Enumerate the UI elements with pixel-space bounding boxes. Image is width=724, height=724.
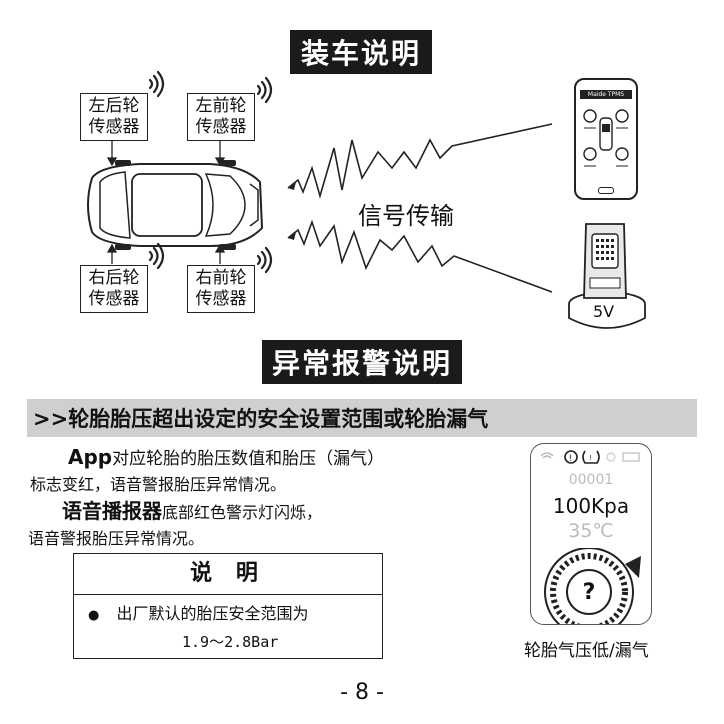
signal-transmission-label: 信号传输: [358, 202, 454, 230]
pressure-value: 100Kpa: [552, 494, 630, 518]
note-title: 说 明: [74, 554, 382, 595]
signal-line-lower: [287, 219, 553, 293]
gauge-caption: 轮胎气压低/漏气: [524, 641, 649, 661]
mic-icon: [606, 452, 616, 462]
signal-waves-icon: [256, 246, 273, 274]
app-paragraph: App对应轮胎的胎压数值和胎压（漏气） 标志变红，语音警报胎压异常情况。: [30, 446, 500, 496]
note-bullet: ●: [88, 608, 100, 623]
signal-waves-icon: [148, 70, 165, 98]
wifi-icon: [540, 452, 554, 459]
app-text-line1: 对应轮胎的胎压数值和胎压（漏气）: [112, 449, 385, 469]
sensor-id: 00001: [568, 472, 614, 488]
speaker-voltage-label: 5V: [593, 302, 615, 321]
sensor-front-right-label: 右前轮 传感器: [187, 265, 255, 313]
svg-text:!: !: [589, 454, 592, 462]
app-text-line2: 标志变红，语音警报胎压异常情况。: [30, 475, 287, 494]
tire-layout-icon: [583, 109, 629, 167]
tire-gauge-display: ! ! 00001 100Kpa 35℃ ?: [530, 443, 652, 625]
tire-dial-icon: [544, 548, 641, 624]
speaker-text-line2: 语音警报胎压异常情况。: [28, 529, 205, 548]
phone-device: Maide TPMS: [574, 78, 638, 200]
note-box: 说 明 ● 出厂默认的胎压安全范围为 1.9～2.8Bar: [73, 553, 383, 659]
speaker-text-line1: 底部红色警示灯闪烁，: [162, 503, 323, 522]
signal-waves-icon: [148, 242, 165, 270]
app-lead: App: [68, 445, 113, 469]
tire-warning-icon: [564, 450, 578, 464]
phone-home-button: [598, 187, 614, 194]
alarm-subtitle-bar: >>轮胎胎压超出设定的安全设置范围或轮胎漏气: [27, 399, 697, 437]
temperature-value: 35℃: [568, 520, 614, 542]
note-line2: 1.9～2.8Bar: [182, 633, 279, 651]
sensor-front-left-label: 左前轮 传感器: [187, 93, 255, 141]
sensor-connectors: [106, 70, 553, 293]
sensor-rear-right-label: 右后轮 传感器: [80, 265, 148, 313]
note-line1: 出厂默认的胎压安全范围为: [116, 604, 309, 623]
battery-icon: [622, 452, 640, 462]
alarm-subtitle: >>轮胎胎压超出设定的安全设置范围或轮胎漏气: [33, 407, 489, 431]
status-icons-row: ! !: [540, 450, 640, 464]
alarm-title: 异常报警说明: [262, 340, 462, 384]
phone-app-name: Maide TPMS: [580, 90, 632, 99]
signal-waves-icon: [256, 76, 273, 104]
svg-text:!: !: [569, 454, 573, 464]
question-mark: ?: [582, 580, 596, 605]
install-title: 装车说明: [290, 30, 432, 74]
voice-speaker-device: [568, 223, 646, 329]
page-number: - 8 -: [340, 680, 384, 705]
speaker-lead: 语音播报器: [62, 499, 162, 523]
tpms-icon: [582, 450, 600, 464]
speaker-paragraph: 语音播报器底部红色警示灯闪烁， 语音警报胎压异常情况。: [28, 500, 498, 550]
signal-line-upper: [287, 123, 553, 199]
car-top-view-icon: [87, 160, 264, 250]
sensor-rear-left-label: 左后轮 传感器: [80, 93, 148, 141]
